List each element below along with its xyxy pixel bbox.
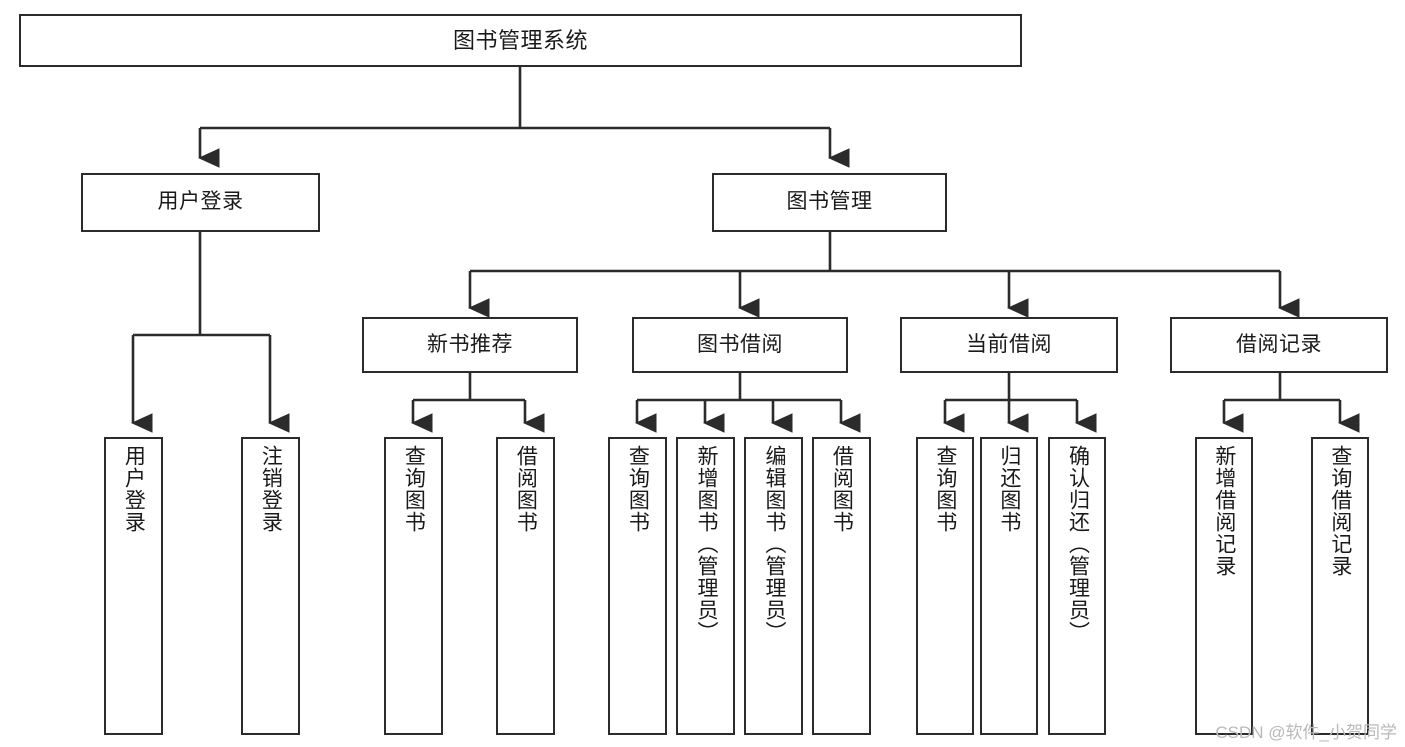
node-user-login[interactable]: 用户登录 xyxy=(81,173,320,232)
node-book-borrow[interactable]: 图书借阅 xyxy=(632,317,848,373)
node-label: 查询图书 xyxy=(402,445,426,533)
node-label: 查询图书 xyxy=(933,445,957,533)
node-label: 借阅图书 xyxy=(514,445,538,533)
leaf-book-borrow-edit[interactable]: 编辑图书（管理员） xyxy=(744,437,803,735)
leaf-borrow-record-add[interactable]: 新增借阅记录 xyxy=(1195,437,1253,735)
node-label: 借阅记录 xyxy=(1236,332,1322,356)
node-label: 用户登录 xyxy=(157,190,244,214)
node-label: 查询图书 xyxy=(626,445,650,533)
leaf-current-borrow-confirm-return[interactable]: 确认归还（管理员） xyxy=(1048,437,1106,735)
node-label: 图书管理 xyxy=(786,190,873,214)
node-current-borrow[interactable]: 当前借阅 xyxy=(900,317,1118,373)
node-label: 图书管理系统 xyxy=(452,27,588,53)
node-label: 新增图书（管理员） xyxy=(694,445,718,643)
node-label: 新增借阅记录 xyxy=(1212,445,1236,577)
node-label: 借阅图书 xyxy=(830,445,854,533)
node-label: 当前借阅 xyxy=(966,332,1052,356)
node-new-book-recommend[interactable]: 新书推荐 xyxy=(362,317,578,373)
leaf-current-borrow-return[interactable]: 归还图书 xyxy=(980,437,1038,735)
node-label: 查询借阅记录 xyxy=(1328,445,1352,577)
node-label: 归还图书 xyxy=(997,445,1021,533)
node-label: 图书借阅 xyxy=(697,332,783,356)
leaf-book-borrow-borrow[interactable]: 借阅图书 xyxy=(812,437,871,735)
node-label: 编辑图书（管理员） xyxy=(762,445,786,643)
node-label: 注销登录 xyxy=(259,445,283,533)
node-root-system[interactable]: 图书管理系统 xyxy=(19,14,1022,67)
node-borrow-record[interactable]: 借阅记录 xyxy=(1170,317,1388,373)
leaf-current-borrow-query[interactable]: 查询图书 xyxy=(916,437,974,735)
node-book-management[interactable]: 图书管理 xyxy=(712,173,947,232)
leaf-new-book-borrow[interactable]: 借阅图书 xyxy=(496,437,555,735)
node-label: 确认归还（管理员） xyxy=(1066,445,1090,643)
leaf-user-login-login[interactable]: 用户登录 xyxy=(104,437,163,735)
node-label: 用户登录 xyxy=(122,445,146,533)
watermark-text: CSDN @软件_小贺同学 xyxy=(1215,723,1397,742)
leaf-book-borrow-query[interactable]: 查询图书 xyxy=(608,437,667,735)
leaf-user-login-logout[interactable]: 注销登录 xyxy=(241,437,300,735)
leaf-borrow-record-query[interactable]: 查询借阅记录 xyxy=(1311,437,1369,735)
leaf-new-book-query[interactable]: 查询图书 xyxy=(384,437,443,735)
node-label: 新书推荐 xyxy=(427,332,513,356)
leaf-book-borrow-add[interactable]: 新增图书（管理员） xyxy=(676,437,735,735)
